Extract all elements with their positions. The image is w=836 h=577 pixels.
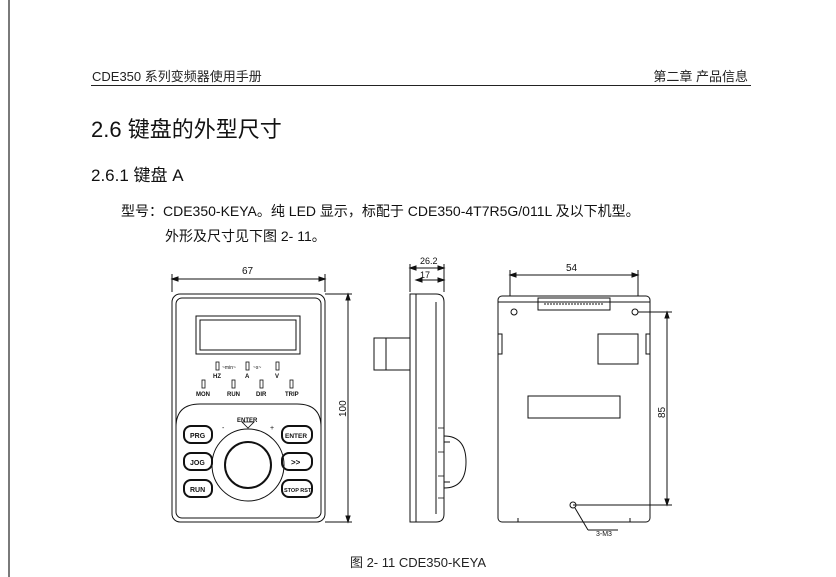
indicator-label-a: A bbox=[245, 374, 250, 380]
knob-minus-label: - bbox=[222, 425, 225, 432]
indicator-label-mon: MON bbox=[196, 392, 210, 398]
dim-back-width: 54 bbox=[566, 263, 578, 274]
header-chapter-title: 第二章 产品信息 bbox=[653, 69, 748, 84]
svg-text:STOP RST: STOP RST bbox=[284, 488, 312, 494]
back-view: 54 85 3-M3 bbox=[497, 263, 672, 538]
indicator-row-top bbox=[215, 361, 280, 371]
indicator-row-bottom bbox=[201, 379, 294, 389]
button-stop-rst: STOP RST bbox=[281, 479, 313, 498]
page-left-border bbox=[8, 0, 10, 577]
section-title: 2.6 键盘的外型尺寸 bbox=[91, 117, 282, 142]
dim-front-width: 67 bbox=[242, 266, 254, 277]
indicator-label-hz: HZ bbox=[213, 374, 221, 380]
dim-side-inner: 17 bbox=[420, 270, 430, 280]
header-manual-title: CDE350 系列变频器使用手册 bbox=[92, 69, 262, 84]
knob-enter-label: ENTER bbox=[237, 418, 258, 424]
dim-side-total: 26.2 bbox=[420, 256, 438, 266]
figure-caption: 图 2- 11 CDE350-KEYA bbox=[349, 555, 487, 570]
svg-text:JOG: JOG bbox=[190, 460, 205, 467]
dim-front-height: 100 bbox=[338, 400, 349, 417]
svg-text:ENTER: ENTER bbox=[285, 433, 307, 440]
figure-reference: 外形及尺寸见下图 2- 11。 bbox=[165, 228, 326, 244]
knob-plus-label: + bbox=[270, 425, 274, 432]
button-run: RUN bbox=[183, 479, 213, 498]
svg-text:PRG: PRG bbox=[190, 433, 206, 440]
indicator-s-mark: ~s~ bbox=[253, 365, 261, 371]
screw-note: 3-M3 bbox=[596, 531, 612, 538]
button-jog: JOG bbox=[183, 452, 213, 471]
button-prg: PRG bbox=[183, 425, 213, 444]
indicator-label-dir: DIR bbox=[256, 392, 267, 398]
indicator-min-mark: ~min~ bbox=[222, 365, 236, 371]
svg-text:>>: >> bbox=[291, 458, 301, 467]
dim-back-height: 85 bbox=[657, 406, 668, 418]
model-description: 型号：CDE350-KEYA。纯 LED 显示，标配于 CDE350-4T7R5… bbox=[121, 203, 640, 219]
knob-outer-ring bbox=[211, 428, 285, 502]
button-enter: ENTER bbox=[281, 425, 313, 444]
keypad-dimension-drawing: 67 ~min~ ~s~ HZ A V MON RUN DIR TRIP bbox=[160, 252, 680, 552]
side-view: 26.2 17 bbox=[373, 256, 467, 523]
indicator-label-run: RUN bbox=[227, 392, 240, 398]
knob bbox=[224, 441, 272, 489]
button-shift: >> bbox=[281, 452, 313, 471]
indicator-label-v: V bbox=[275, 374, 279, 380]
svg-text:RUN: RUN bbox=[190, 487, 205, 494]
subsection-title: 2.6.1 键盘 A bbox=[91, 166, 184, 185]
header-rule bbox=[91, 85, 751, 86]
indicator-label-trip: TRIP bbox=[285, 392, 299, 398]
front-view: 67 ~min~ ~s~ HZ A V MON RUN DIR TRIP bbox=[170, 266, 352, 524]
